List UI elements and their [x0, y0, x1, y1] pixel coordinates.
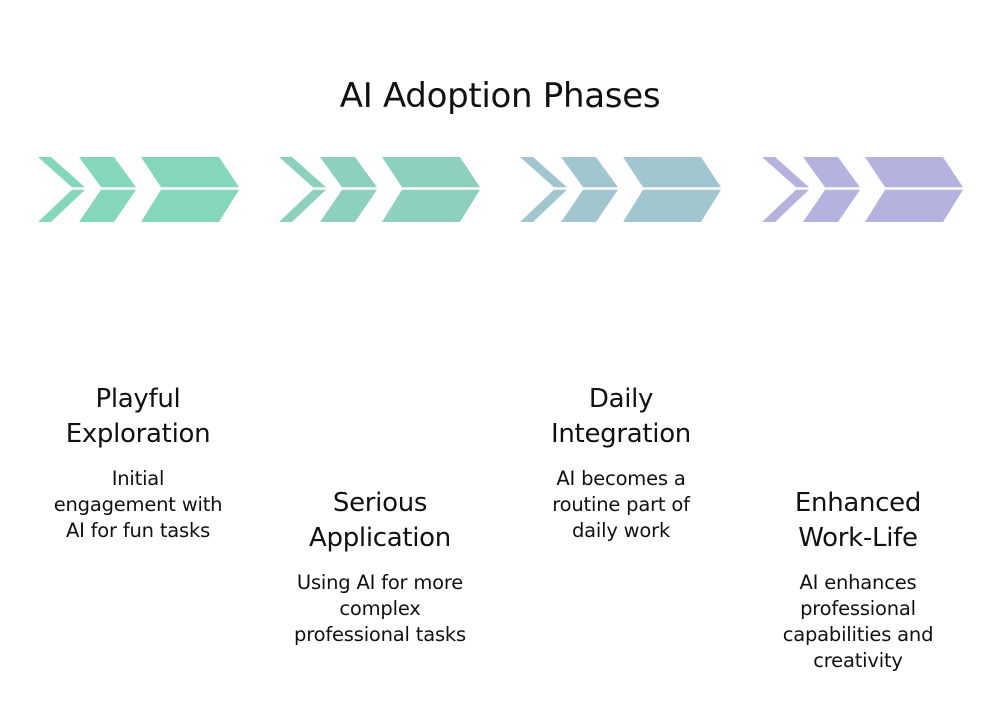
chevron-1-upper [279, 157, 326, 188]
chevron-2-lower [79, 189, 136, 222]
chevron-1-upper [38, 157, 85, 188]
phase-description: AI enhances professional capabilities an… [782, 571, 934, 672]
phase-description: Initial engagement with AI for fun tasks [53, 467, 223, 542]
chevron-1-lower [762, 189, 809, 222]
phase-name: Daily Integration [551, 384, 691, 449]
chevron-1-lower [520, 189, 567, 222]
chevron-1-lower [38, 189, 85, 222]
chevron-3-lower [141, 189, 239, 222]
phase-serious-application: Serious Application Using AI for more co… [260, 486, 500, 648]
chevron-3-lower [382, 189, 480, 222]
triple-chevron-right-icon [520, 157, 721, 222]
triple-chevron-right-icon [762, 157, 963, 222]
phase-name: Playful Exploration [65, 384, 211, 449]
phase-description: Using AI for more complex professional t… [294, 571, 466, 646]
chevron-3-lower [865, 189, 963, 222]
chevron-3-upper [141, 157, 239, 188]
chevron-1-upper [762, 157, 809, 188]
chevron-2-lower [561, 189, 618, 222]
phase-name: Enhanced Work-Life [794, 488, 922, 553]
triple-chevron-right-icon [38, 157, 239, 222]
chevron-2-lower [803, 189, 860, 222]
chevron-2-upper [320, 157, 377, 188]
chevron-2-upper [803, 157, 860, 188]
chevron-1-lower [279, 189, 326, 222]
chevron-3-upper [623, 157, 721, 188]
chevron-2-upper [79, 157, 136, 188]
triple-chevron-right-icon [279, 157, 480, 222]
chevron-3-upper [382, 157, 480, 188]
chevron-3-upper [865, 157, 963, 188]
phase-enhanced-work-life: Enhanced Work-Life AI enhances professio… [738, 486, 978, 674]
phase-name: Serious Application [309, 488, 451, 553]
chevron-2-upper [561, 157, 618, 188]
phase-playful-exploration: Playful Exploration Initial engagement w… [18, 382, 258, 544]
phase-description: AI becomes a routine part of daily work [552, 467, 690, 542]
chevron-1-upper [520, 157, 567, 188]
chevron-3-lower [623, 189, 721, 222]
diagram-title: AI Adoption Phases [339, 76, 661, 116]
phase-daily-integration: Daily Integration AI becomes a routine p… [501, 382, 741, 544]
chevron-2-lower [320, 189, 377, 222]
